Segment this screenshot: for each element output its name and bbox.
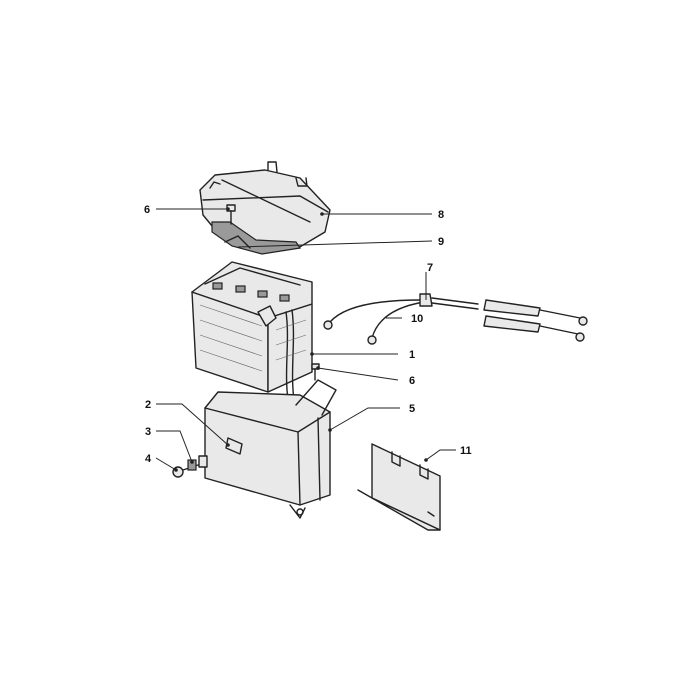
tray-screw	[311, 363, 320, 381]
callout-3: 3	[145, 426, 151, 438]
leader-9	[237, 240, 433, 248]
callouts: 6 8 9 7 10 1 6 5 2 3 4 11	[144, 204, 472, 465]
nut	[187, 459, 197, 471]
leader-lines	[155, 207, 456, 472]
callout-6-low: 6	[409, 375, 415, 387]
battery-tray	[204, 379, 337, 519]
callout-2: 2	[145, 399, 151, 411]
battery-cover	[199, 161, 331, 253]
callout-6-top: 6	[144, 204, 150, 216]
leader-2	[156, 403, 229, 446]
callout-1: 1	[409, 349, 415, 361]
leader-4	[155, 457, 177, 471]
callout-9: 9	[438, 236, 444, 248]
mounting-bracket	[357, 443, 441, 531]
leader-6-low	[317, 367, 399, 381]
leader-11	[425, 449, 456, 461]
washer	[198, 455, 208, 468]
battery	[191, 261, 313, 401]
callout-10: 10	[411, 313, 423, 325]
callout-5: 5	[409, 403, 415, 415]
callout-4: 4	[145, 453, 152, 465]
callout-11: 11	[460, 445, 472, 457]
callout-8: 8	[438, 209, 444, 221]
leader-5	[329, 407, 400, 431]
battery-cables	[323, 293, 588, 345]
leader-3	[156, 430, 193, 463]
callout-7: 7	[427, 262, 433, 274]
